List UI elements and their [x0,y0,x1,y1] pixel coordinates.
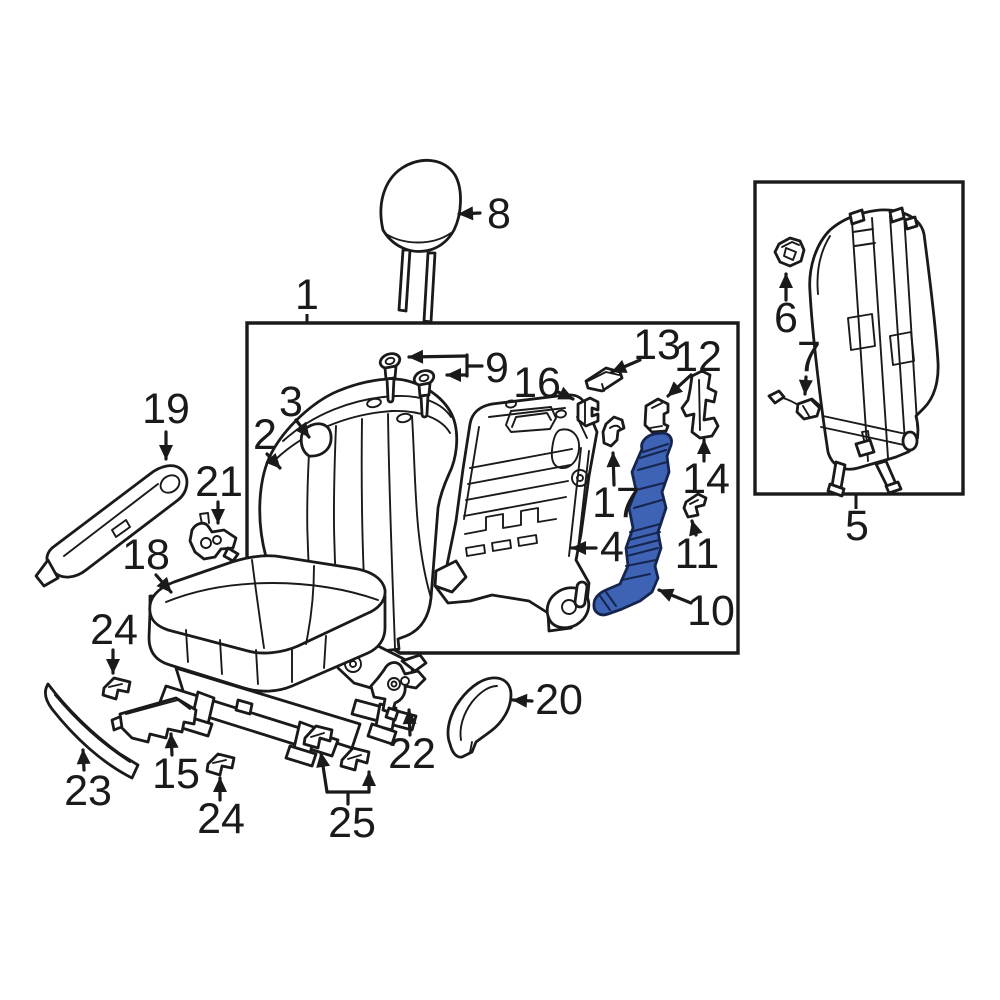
frame-capsule-detail [573,580,589,609]
box-1-outline [245,321,740,655]
callout-24b: 24 [197,795,245,843]
part-6-knob [773,236,806,268]
leader-9-bracket [465,353,484,378]
cushion-top-face [148,554,387,655]
callout-1: 1 [295,271,319,319]
leader-18 [154,573,173,594]
callout-9: 9 [485,344,509,392]
part-24b-clip [205,752,236,777]
callout-14: 14 [682,455,730,503]
part-20-side-cover [446,676,513,759]
part-14-bracket [680,369,720,440]
leader-11 [689,519,703,537]
part-21-bracket [188,512,240,563]
part-10-air-duct-highlighted [592,431,673,617]
callout-8: 8 [487,190,511,238]
part-15-module [110,696,198,744]
leader-9a [407,349,469,364]
leader-15 [164,732,179,757]
leader-23 [76,748,91,772]
part-16-clip [576,396,600,428]
part-4-seat-back-frame [433,393,599,633]
leader-8 [457,206,482,221]
callout-4: 4 [600,523,624,571]
part-12-clip [643,397,670,434]
part-13-bracket [584,366,624,393]
callout-11: 11 [675,530,720,578]
callout-12: 12 [674,333,722,381]
callout-22: 22 [388,730,436,778]
leader-20 [511,693,534,708]
part-25b-clip [339,746,371,772]
part-23-trim-strip [44,682,140,780]
callout-7: 7 [797,333,821,381]
callout-23: 23 [64,767,112,815]
callout-18: 18 [122,531,170,579]
callout-20: 20 [535,676,583,724]
part-25a-clip [302,724,334,750]
part-9-headrest-guides [378,352,436,419]
leader-25-bracket [325,790,371,806]
part-18-seat-cushion-assembly [147,554,428,768]
part-5-seat-back-panel [808,206,940,498]
leader-17 [606,451,621,487]
part-10-body [592,431,673,617]
leader-13 [610,358,642,374]
leader-7 [798,375,813,396]
callout-2: 2 [253,411,277,459]
leader-25a [316,751,331,794]
callout-labels: 1 2 3 4 5 6 7 8 9 10 11 12 13 14 15 16 1… [64,190,869,847]
part-19-side-shield [34,464,189,588]
callout-25: 25 [328,799,376,847]
callout-21: 21 [195,458,243,506]
leader-10 [657,588,693,605]
callout-6: 6 [774,294,798,342]
assembly-box-5 [753,180,965,496]
callout-19: 19 [142,385,190,433]
box-5-outline [753,180,965,496]
part-24a-clip [101,676,132,701]
part-8-headrest [379,158,462,324]
callout-3: 3 [279,378,303,426]
callout-24a: 24 [90,606,138,654]
part-7-wiring-connector [767,389,822,421]
leader-16 [556,386,575,401]
leader-lines [76,206,858,806]
callout-5: 5 [845,502,869,550]
callout-13: 13 [633,321,681,369]
assembly-box-1 [245,321,740,655]
callout-10: 10 [687,587,735,635]
part-17-clip [601,415,626,448]
leader-22 [402,708,417,737]
part-3-bolster-pocket [299,422,333,458]
part-11-clip [682,492,708,519]
leader-12 [666,373,693,398]
part-22-bracket [369,661,427,722]
leader-2 [265,452,282,470]
leader-3 [294,418,311,439]
callout-15: 15 [152,750,200,798]
callout-16: 16 [513,359,561,407]
callout-17: 17 [592,479,640,527]
